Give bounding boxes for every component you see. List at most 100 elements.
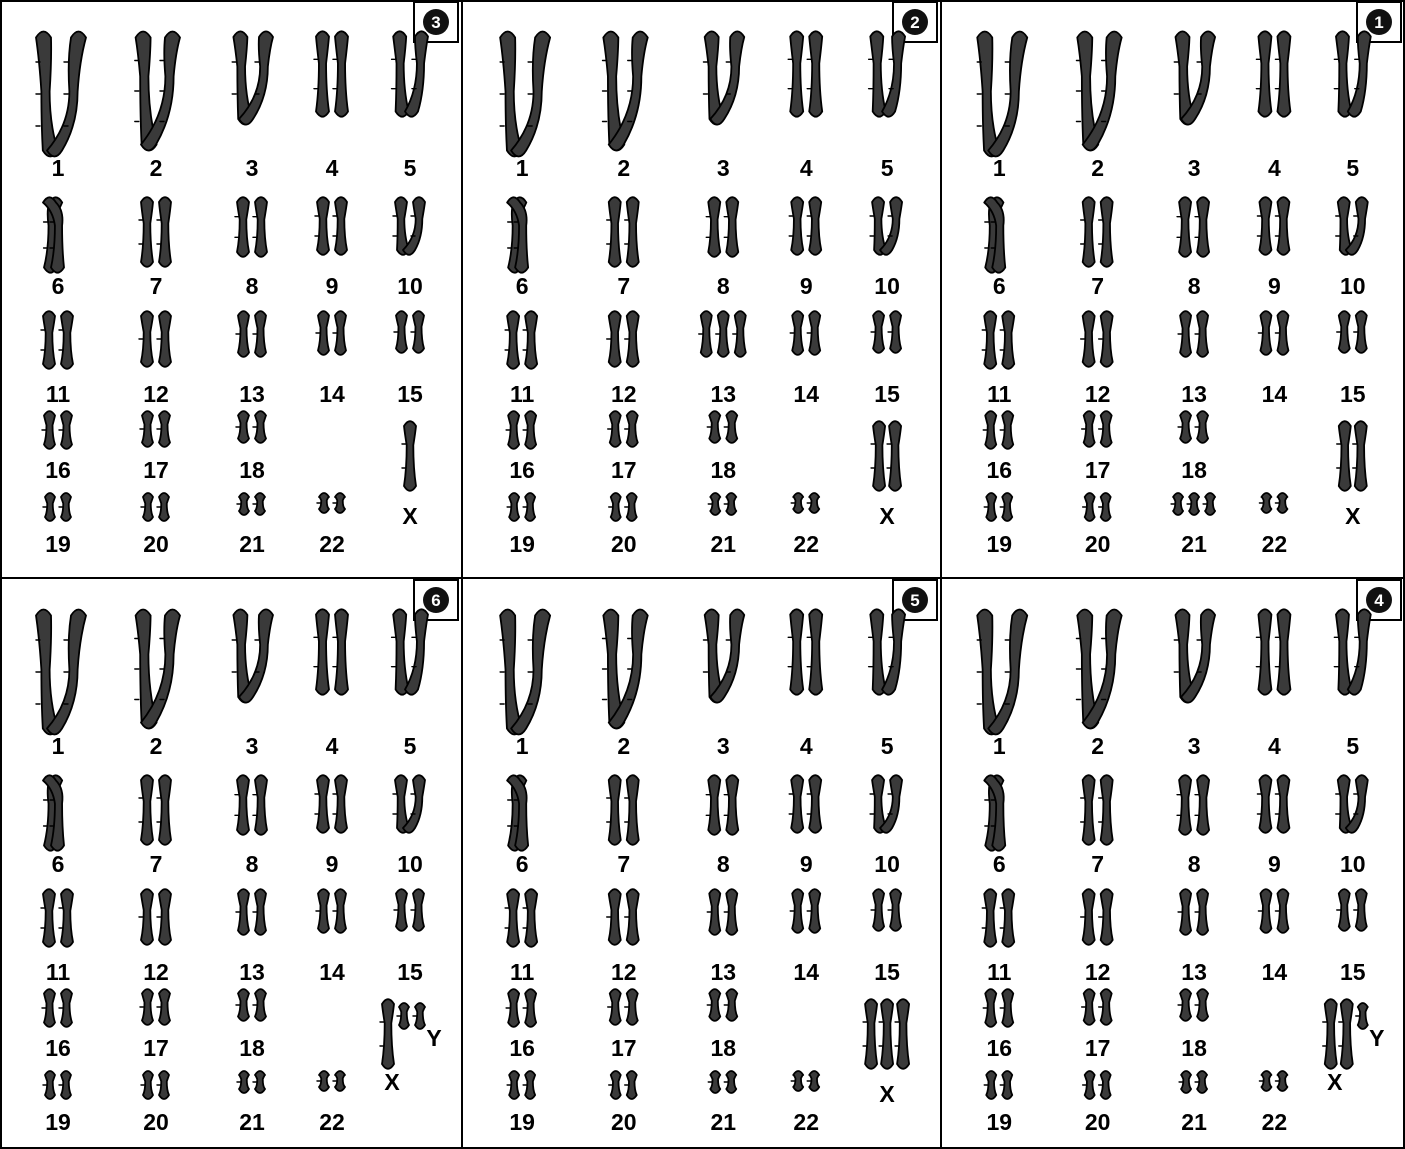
chromosome-7	[1099, 775, 1113, 845]
chromosome-21	[1171, 493, 1183, 515]
chromosome-label: 19	[45, 531, 71, 557]
chromosome-22	[807, 1071, 819, 1091]
chromosome-label: 6	[516, 273, 529, 299]
chromosome-8	[253, 775, 267, 835]
chromosome-label: 2	[1091, 155, 1104, 181]
chromosome-4	[314, 31, 329, 116]
chromosome-1	[500, 32, 522, 157]
chromosome-label: 10	[397, 851, 423, 877]
chromosome-21	[724, 493, 736, 515]
chromosome-4-body	[1258, 609, 1271, 694]
chromosome-22-group	[791, 493, 819, 513]
chromosome-5-body	[1336, 609, 1351, 694]
chromosome-label: 18	[710, 457, 736, 483]
chromosome-9	[789, 197, 803, 255]
chromosome-X	[879, 999, 893, 1069]
chromosome-4-body	[809, 31, 822, 116]
chromosome-label: 18	[239, 457, 265, 483]
chromosome-22-group	[317, 493, 345, 513]
chromosome-22	[1275, 493, 1287, 513]
chromosome-9	[1257, 775, 1271, 833]
chromosome-label: 21	[239, 1109, 265, 1135]
chromosome-22	[1259, 1071, 1271, 1091]
chromosome-5-body	[1348, 609, 1371, 694]
chromosome-4-body	[1277, 31, 1290, 116]
chromosome-label: 17	[611, 457, 637, 483]
chromosome-21-group	[237, 493, 265, 515]
chromosome-9	[315, 197, 329, 255]
chromosome-15	[1337, 889, 1350, 931]
chromosome-label: 21	[1181, 1109, 1207, 1135]
chromosome-11	[41, 311, 55, 369]
chromosome-label: 9	[800, 273, 813, 299]
chromosome-2-group	[603, 32, 648, 151]
chromosome-15	[888, 311, 901, 353]
chromosome-14-group	[316, 311, 346, 355]
chromosome-4	[333, 31, 348, 116]
chromosome-label: 2	[617, 733, 630, 759]
chromosome-8	[253, 197, 267, 257]
chromosome-4-group	[314, 31, 348, 116]
chromosome-17-group	[1082, 411, 1112, 447]
chromosome-6-group	[984, 775, 1005, 850]
chromosome-9-group	[1257, 197, 1289, 255]
chromosome-label: 18	[1181, 457, 1207, 483]
chromosome-3-group	[703, 31, 744, 124]
chromosome-16	[59, 411, 72, 449]
chromosome-label: 3	[1188, 733, 1201, 759]
chromosome-20-group	[141, 493, 169, 521]
chromosome-19	[984, 493, 996, 521]
chromosome-X	[1323, 999, 1337, 1069]
chromosome-14	[790, 311, 803, 355]
chromosome-9-body	[1259, 775, 1271, 833]
chromosome-label: 7	[1091, 273, 1104, 299]
chromosome-label: 19	[509, 531, 535, 557]
sex-chromosome-label: Y	[1369, 1025, 1384, 1051]
chromosome-5-group	[392, 31, 428, 116]
chromosome-label: 4	[800, 155, 813, 181]
chromosome-18	[1195, 989, 1208, 1021]
chromosome-8-body	[726, 197, 738, 257]
chromosome-label: 5	[881, 733, 894, 759]
chromosome-16	[42, 989, 55, 1027]
chromosome-17	[157, 989, 170, 1025]
chromosome-14-group	[316, 889, 346, 933]
chromosome-label: 21	[239, 531, 265, 557]
chromosome-20	[1083, 1071, 1095, 1099]
chromosome-label: 14	[319, 381, 345, 407]
chromosome-11	[59, 889, 73, 947]
chromosome-16	[523, 989, 536, 1027]
chromosome-12	[607, 889, 621, 945]
chromosome-14	[333, 889, 346, 933]
chromosome-16-group	[506, 989, 536, 1027]
chromosome-19	[507, 1071, 519, 1099]
chromosome-label: 21	[710, 531, 736, 557]
chromosome-label: 6	[993, 851, 1006, 877]
chromosome-label: 1	[516, 155, 529, 181]
chromosome-label: 22	[319, 531, 345, 557]
chromosome-19	[1000, 493, 1012, 521]
chromosome-11-body	[525, 889, 537, 947]
chromosome-13	[1195, 889, 1208, 935]
chromosome-7-body	[609, 197, 621, 267]
chromosome-label: 18	[1181, 1035, 1207, 1061]
chromosome-X	[871, 421, 885, 491]
karyotype-panels: 312345678910111213141516171819202122X212…	[36, 2, 1401, 1135]
chromosome-label: 18	[239, 1035, 265, 1061]
chromosome-17	[140, 989, 153, 1025]
chromosome-label: 12	[1085, 959, 1111, 985]
chromosome-label: 10	[874, 273, 900, 299]
chromosome-16	[59, 989, 72, 1027]
chromosome-16-group	[42, 989, 72, 1027]
chromosome-label: 20	[143, 531, 169, 557]
chromosome-label: 20	[611, 1109, 637, 1135]
chromosome-X	[887, 421, 901, 491]
chromosome-label: 3	[1188, 155, 1201, 181]
chromosome-12	[1099, 311, 1113, 367]
chromosome-5-group	[392, 609, 428, 694]
chromosome-2-group	[135, 32, 180, 151]
chromosome-18-group	[707, 989, 737, 1021]
chromosome-X	[380, 999, 394, 1069]
chromosome-11	[505, 889, 519, 947]
chromosome-17	[140, 411, 153, 447]
